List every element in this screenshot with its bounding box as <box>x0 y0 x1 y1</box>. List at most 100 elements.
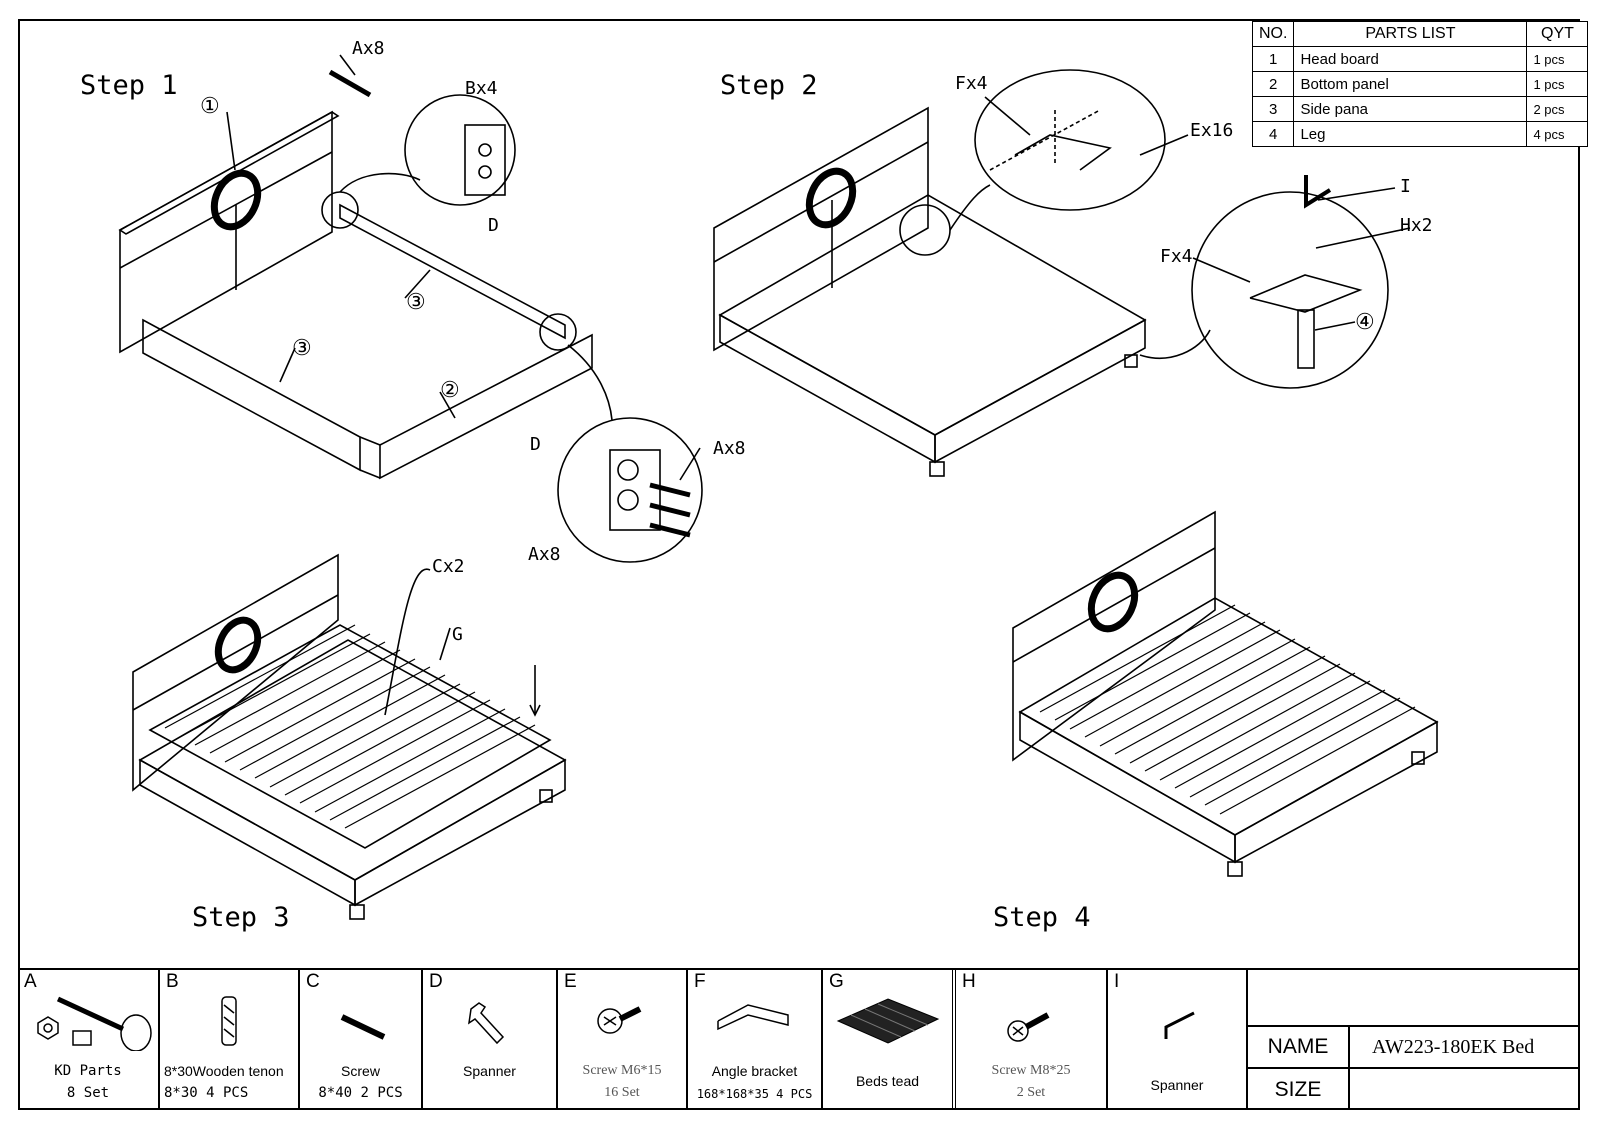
parts-list-header: NO. PARTS LIST QYT <box>1251 21 1589 47</box>
title-block: NAME AW223-180EK Bed SIZE <box>1248 969 1580 1110</box>
hw-letter: G <box>829 971 844 992</box>
hw-desc: KD Parts <box>54 1063 122 1079</box>
callout-fx4-top: Fx4 <box>955 73 988 94</box>
side-rail-right <box>339 203 566 340</box>
spanner-icon <box>468 1002 505 1045</box>
hw-desc: Angle bracket <box>711 1063 798 1079</box>
callout-part-3b: ③ <box>292 336 312 361</box>
title-row-name: NAME AW223-180EK Bed <box>1248 1025 1580 1067</box>
detail-circle-b <box>404 94 516 206</box>
callout-part-3a: ③ <box>406 290 426 315</box>
hw-qty: 8*30 4 PCS <box>164 1085 249 1101</box>
detail-circle-leg <box>1191 191 1389 389</box>
hardware-cell-a: A KD Parts 8 Set <box>18 969 160 1109</box>
row-qty: 1 pcs <box>1526 46 1589 72</box>
hw-desc: Screw <box>341 1063 380 1079</box>
callout-cx2: Cx2 <box>432 556 465 577</box>
hw-qty: 168*168*35 4 PCS <box>696 1087 813 1101</box>
angle-bracket-icon <box>717 1004 789 1031</box>
step2-label: Step 2 <box>720 70 818 101</box>
headboard <box>119 110 333 354</box>
hw-qty: 16 Set <box>604 1085 640 1100</box>
headboard-3 <box>132 553 339 792</box>
bedstead-slats-icon <box>836 998 940 1044</box>
table-row: 1 Head board 1 pcs <box>1251 46 1589 72</box>
size-label: SIZE <box>1248 1069 1350 1110</box>
hardware-cell-f: F Angle bracket 168*168*35 4 PCS <box>688 969 823 1109</box>
detail-circle-e <box>974 69 1166 211</box>
detail-circle-a <box>557 417 703 563</box>
callout-ax8-top: Ax8 <box>352 38 385 59</box>
screw-m6-icon <box>597 1006 642 1034</box>
step3-label: Step 3 <box>192 902 290 933</box>
callout-ax8-right: Ax8 <box>713 438 746 459</box>
callout-d-top: D <box>488 215 499 236</box>
hw-desc: Beds tead <box>855 1073 920 1089</box>
hw-letter: C <box>306 971 320 992</box>
row-qty: 4 pcs <box>1526 121 1589 147</box>
name-label: NAME <box>1248 1027 1350 1067</box>
headboard-4 <box>1012 510 1216 762</box>
row-name: Side pana <box>1293 96 1528 122</box>
hw-letter: D <box>429 971 443 992</box>
hardware-cell-b: B 8*30Wooden tenon 8*30 4 PCS <box>160 969 300 1109</box>
hw-qty: 2 Set <box>1016 1085 1046 1100</box>
screw-icon <box>340 1014 386 1040</box>
callout-ax8-bottom: Ax8 <box>528 544 561 565</box>
parts-list-table: NO. PARTS LIST QYT 1 Head board 1 pcs 2 … <box>1251 21 1589 147</box>
callout-part-2: ② <box>440 378 460 403</box>
hw-letter: E <box>564 971 577 992</box>
step1-drawing <box>118 54 703 563</box>
hw-letter: A <box>24 971 37 992</box>
row-no: 4 <box>1251 121 1295 147</box>
side-rail-left <box>142 318 361 472</box>
bottom-panel <box>379 333 593 480</box>
row-name: Head board <box>1293 46 1528 72</box>
hw-desc: Screw M6*15 <box>582 1063 662 1078</box>
hw-letter: F <box>694 971 706 992</box>
screw-m8-icon <box>1007 1012 1050 1042</box>
hardware-cell-h: H Screw M8*25 2 Set <box>956 969 1108 1109</box>
allen-key-icon <box>1164 1011 1195 1039</box>
callout-fx4-side: Fx4 <box>1160 246 1193 267</box>
hw-desc: Spanner <box>1150 1077 1204 1093</box>
callout-part-1: ① <box>200 94 220 119</box>
callout-ex16: Ex16 <box>1190 120 1234 141</box>
row-no: 1 <box>1251 46 1295 72</box>
callout-hx2: Hx2 <box>1400 215 1433 236</box>
leg <box>1297 309 1315 369</box>
headboard-2 <box>713 106 929 352</box>
size-value <box>1348 1069 1580 1110</box>
hw-qty: 8 Set <box>66 1085 110 1101</box>
hw-letter: H <box>962 971 976 992</box>
hardware-cell-d: D Spanner <box>423 969 558 1109</box>
drawing-frame <box>18 19 1580 1110</box>
title-row-size: SIZE <box>1248 1067 1580 1110</box>
slat-frame-3 <box>148 624 552 849</box>
wooden-tenon-icon <box>221 996 237 1046</box>
kd-parts-icon <box>37 996 152 1051</box>
step4-drawing <box>1012 510 1439 877</box>
hw-desc: Spanner <box>463 1063 516 1079</box>
hardware-cell-c: C Screw 8*40 2 PCS <box>300 969 423 1109</box>
hw-desc: Screw M8*25 <box>991 1063 1071 1078</box>
table-row: 2 Bottom panel 1 pcs <box>1251 71 1589 97</box>
callout-g: G <box>452 624 463 645</box>
row-no: 3 <box>1251 96 1295 122</box>
callout-i: I <box>1400 176 1411 197</box>
callout-bx4: Bx4 <box>465 78 498 99</box>
step1-label: Step 1 <box>80 70 178 101</box>
hw-letter: I <box>1114 971 1120 992</box>
row-no: 2 <box>1251 71 1295 97</box>
table-row: 3 Side pana 2 pcs <box>1251 96 1589 122</box>
hw-qty: 8*40 2 PCS <box>318 1085 403 1101</box>
row-qty: 2 pcs <box>1526 96 1589 122</box>
step3-drawing <box>132 553 567 920</box>
callout-d-left: D <box>530 434 541 455</box>
hardware-cell-g: G Beds tead <box>823 969 956 1109</box>
callout-part-4: ④ <box>1355 310 1375 335</box>
name-value: AW223-180EK Bed <box>1372 1035 1535 1058</box>
header-no: NO. <box>1251 21 1295 47</box>
hw-desc: 8*30Wooden tenon <box>164 1063 284 1079</box>
